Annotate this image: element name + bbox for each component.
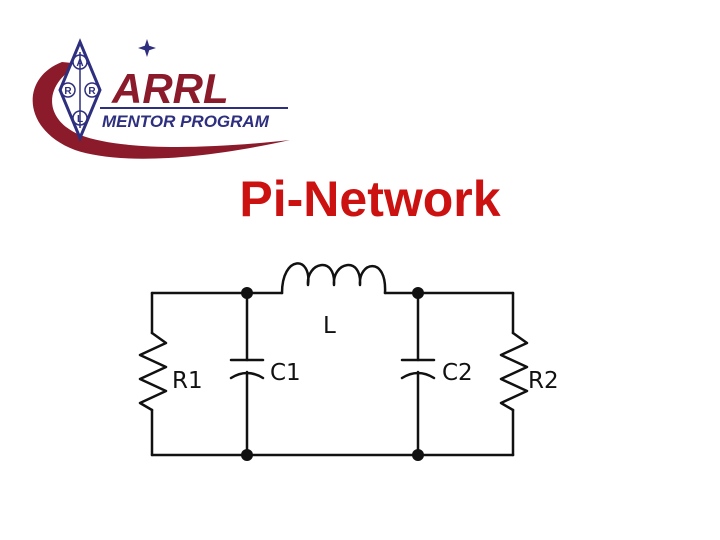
resistor-r2 — [499, 331, 529, 412]
emblem-letter-r1: R — [64, 86, 72, 97]
label-r2: R2 — [528, 368, 559, 394]
junction-dot — [241, 449, 253, 461]
slide-title: Pi-Network — [239, 171, 501, 227]
label-c2: C2 — [442, 360, 473, 386]
label-l: L — [323, 313, 336, 339]
junction-dot — [412, 449, 424, 461]
logo-brand: ARRL — [111, 65, 229, 112]
star-icon — [138, 39, 156, 57]
arrl-diamond-logo-icon: A R R L — [58, 38, 102, 142]
inductor-l — [280, 262, 387, 295]
label-c1: C1 — [270, 360, 301, 386]
emblem-letter-r2: R — [88, 86, 96, 97]
logo-swoosh — [32, 62, 290, 159]
logo-tagline: MENTOR PROGRAM — [102, 112, 270, 131]
resistor-r1 — [138, 331, 168, 412]
junction-dot — [241, 287, 253, 299]
emblem-letter-a: A — [76, 58, 83, 69]
emblem-letter-l: L — [77, 114, 83, 125]
label-r1: R1 — [172, 368, 203, 394]
junction-dot — [412, 287, 424, 299]
arrl-logo: A R R L ARRL MENTOR PROGRAM — [32, 38, 290, 159]
